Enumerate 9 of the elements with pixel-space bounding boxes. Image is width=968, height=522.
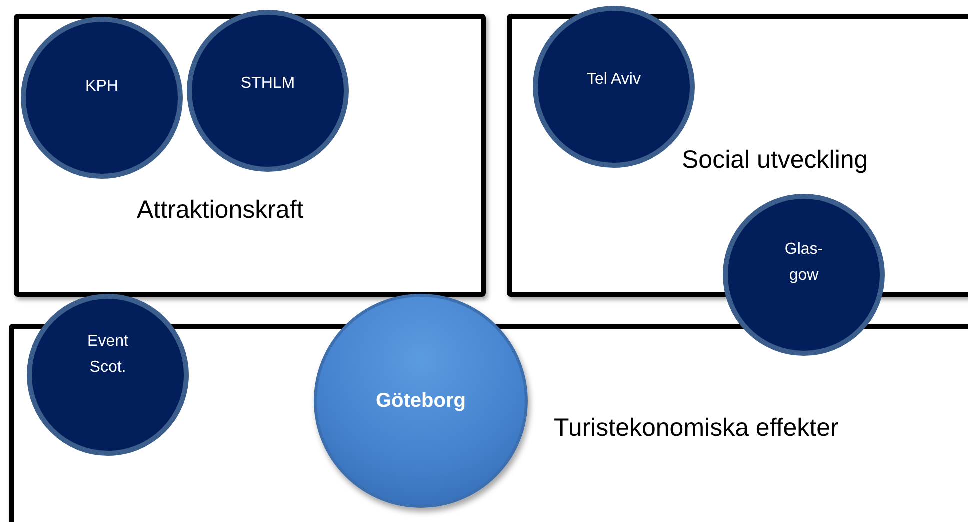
city-name: Glas- gow [784, 240, 824, 286]
category-label: Turistekonomiska effekter [554, 413, 839, 443]
city-name: STHLM [240, 74, 296, 94]
city-name: Tel Aviv [586, 70, 642, 90]
city-name: Göteborg [375, 389, 467, 414]
category-label: Attraktionskraft [137, 195, 304, 225]
city-name: Event Scot. [86, 332, 130, 378]
category-label: Social utveckling [682, 145, 868, 175]
city-name: KPH [84, 77, 120, 97]
